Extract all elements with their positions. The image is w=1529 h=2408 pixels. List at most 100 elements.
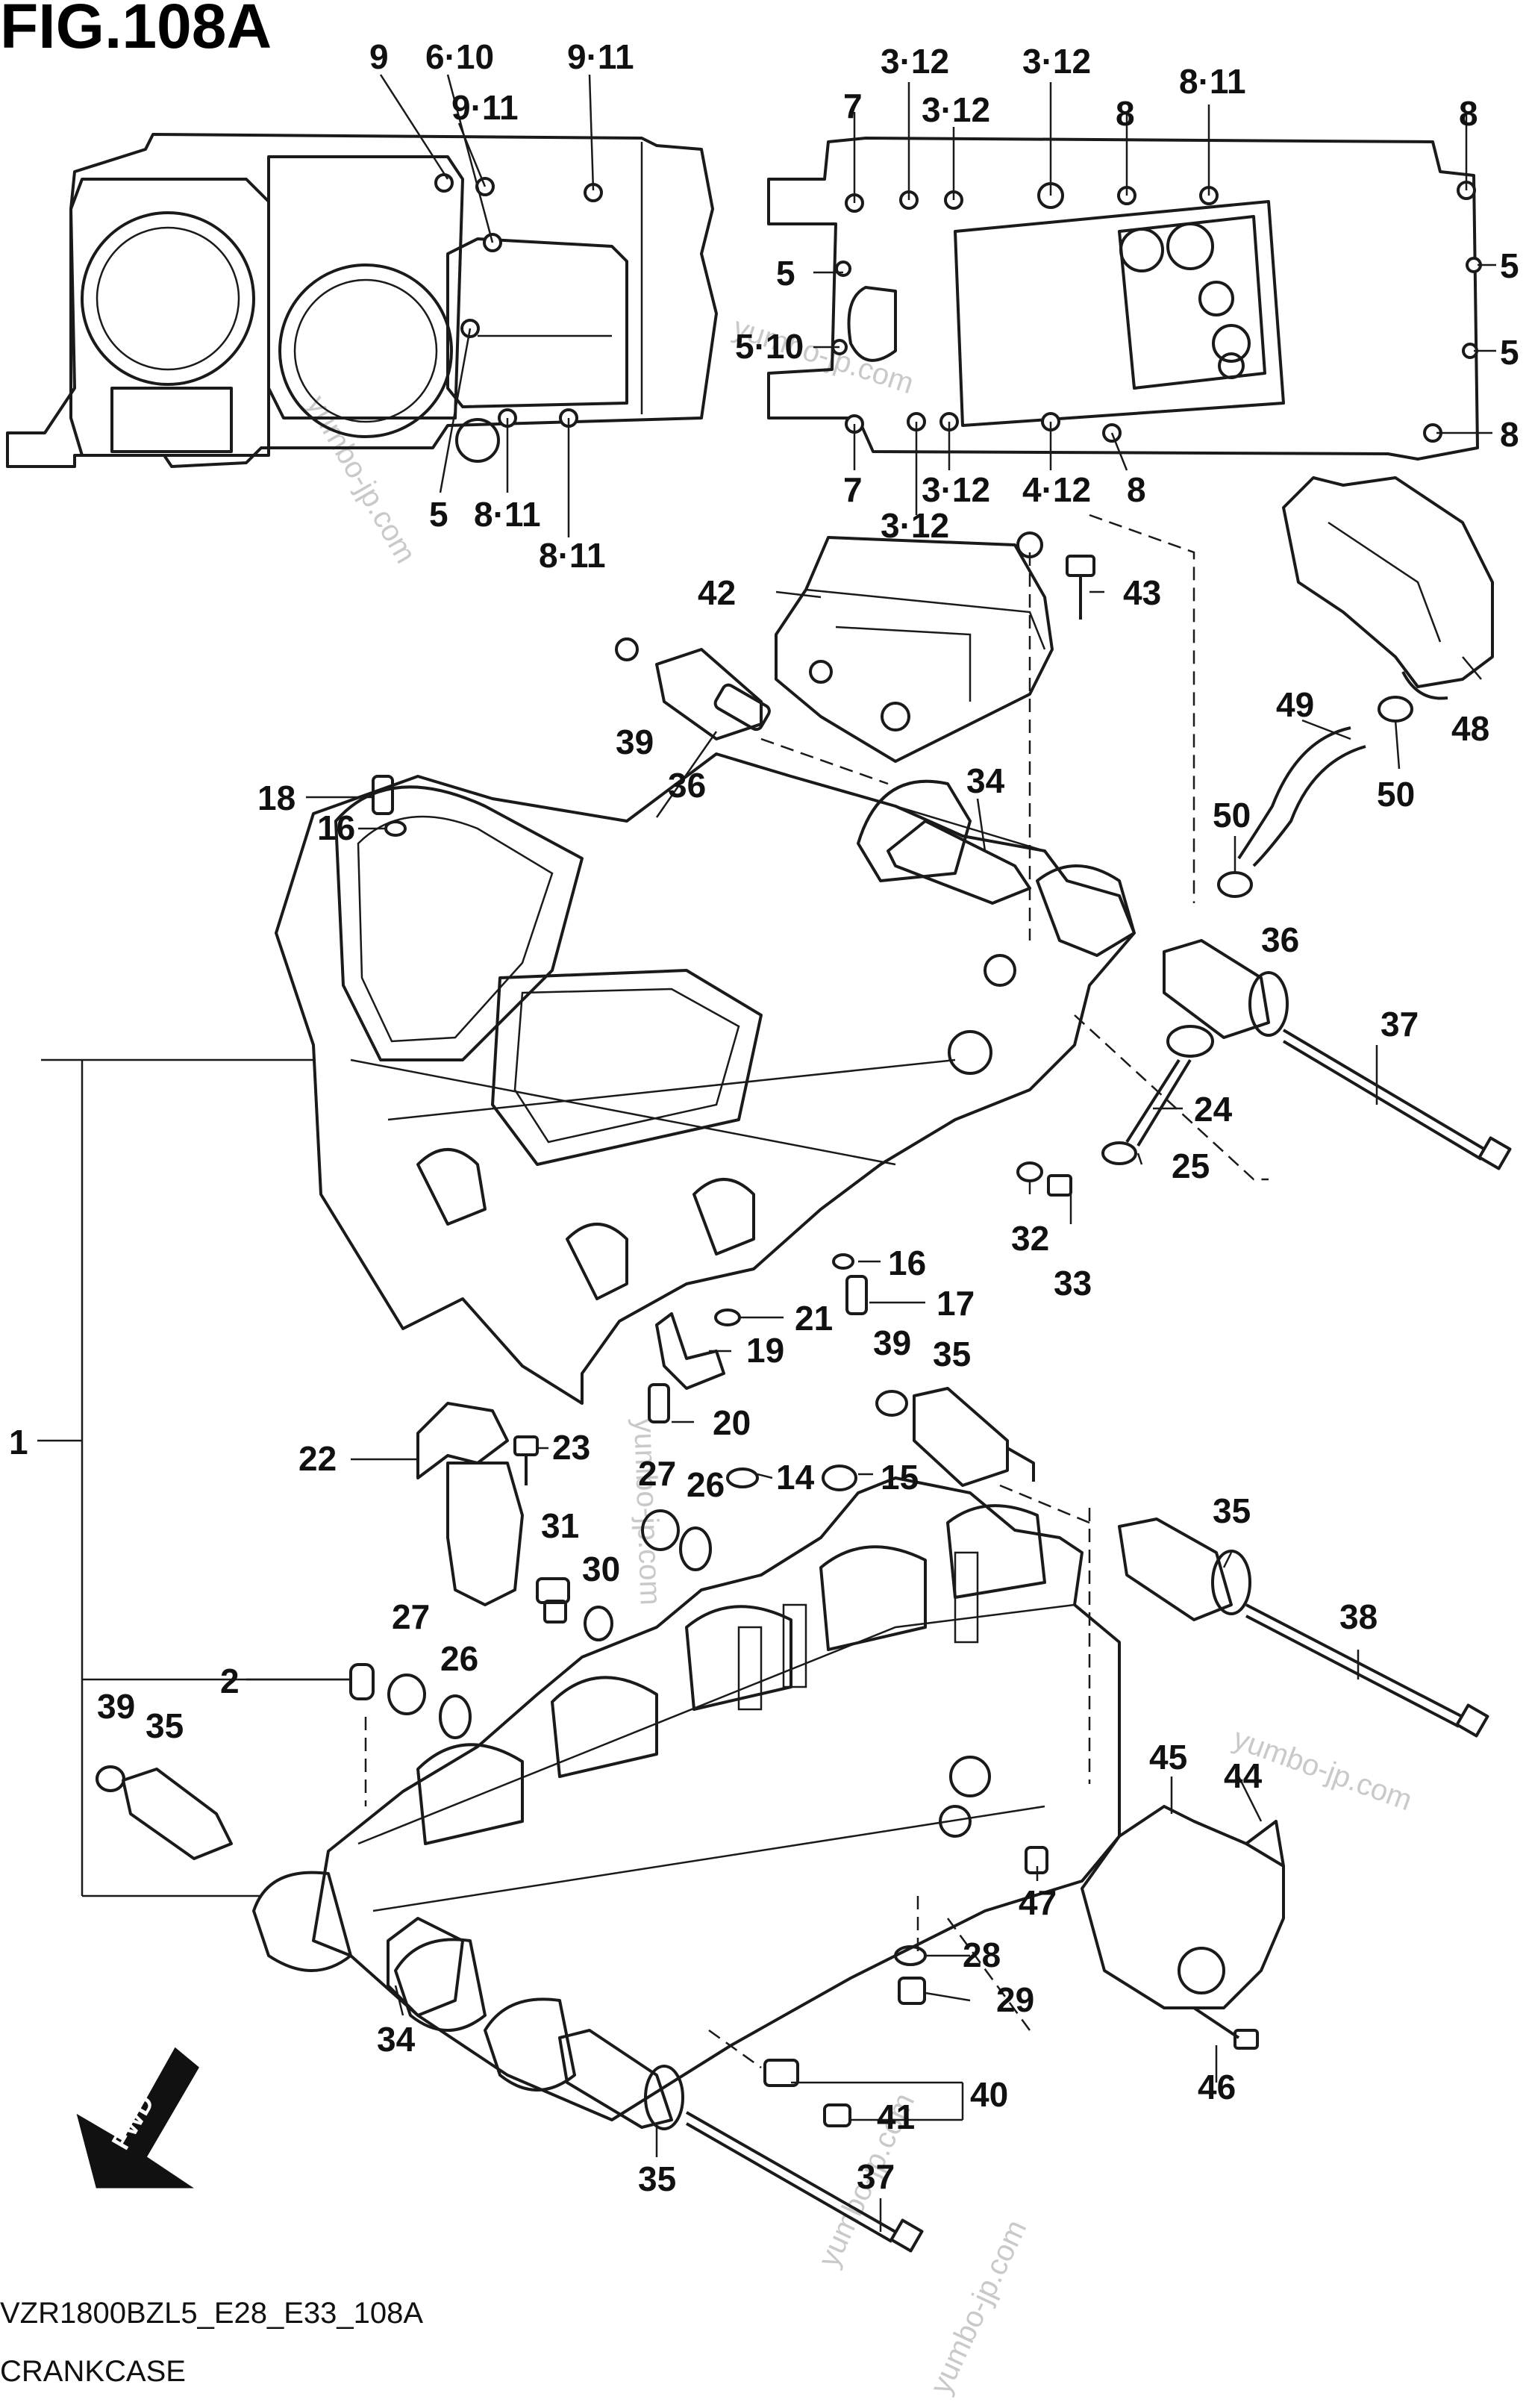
callout-label: 26 <box>440 1639 478 1678</box>
callout-label: 24 <box>1194 1090 1233 1129</box>
cover-part-44 <box>1245 1820 1285 1867</box>
callout-label: 27 <box>638 1454 676 1493</box>
hose-part-49 <box>1237 726 1366 867</box>
callout-label: 15 <box>881 1458 919 1497</box>
plug-part-35-bottom <box>558 2029 684 2130</box>
lower-crankcase-bottom-view <box>767 137 1482 461</box>
callout-label: 35 <box>146 1706 184 1745</box>
callout-label: 3·12 <box>881 506 949 545</box>
callout-label: 7 <box>843 87 863 125</box>
plug-part-35-right-lower <box>1118 1518 1251 1621</box>
callout-label: 14 <box>776 1458 815 1497</box>
callout-label: 40 <box>970 2075 1008 2114</box>
fwd-direction-badge: FWD <box>76 2047 199 2189</box>
callout-label: 26 <box>687 1465 725 1504</box>
switch-part-40 <box>763 2059 799 2087</box>
watermark: yumbo-jp.com <box>924 2215 1033 2399</box>
callout-label: 9·11 <box>567 37 634 76</box>
bolt-part-38 <box>1245 1603 1489 1738</box>
o-ring-part-16 <box>384 820 854 1270</box>
bolt-part-41 <box>823 2103 851 2127</box>
callout-label: 21 <box>795 1299 833 1338</box>
model-code-label: VZR1800BZL5_E28_E33_108A <box>0 2297 423 2330</box>
union-part-19 <box>655 1312 725 1390</box>
callout-label: 33 <box>1054 1264 1092 1303</box>
callout-label: 27 <box>392 1597 430 1636</box>
o-ring-part-21 <box>714 1309 741 1326</box>
callout-label: 18 <box>257 779 296 817</box>
callout-label: 5 <box>1500 246 1519 285</box>
callout-label: 9·11 <box>451 88 519 127</box>
callout-label: 3·12 <box>922 470 990 509</box>
bolt-part-23 <box>513 1435 539 1485</box>
bolt-part-46 <box>1192 2006 1259 2050</box>
callout-label: 16 <box>317 808 355 847</box>
callout-label: 16 <box>888 1244 926 1282</box>
callout-label: 39 <box>616 723 654 761</box>
callout-label: 5 <box>429 495 448 534</box>
callout-label: 30 <box>582 1550 620 1588</box>
callout-label: 46 <box>1198 2068 1236 2106</box>
callout-label: 3·12 <box>922 90 990 129</box>
callout-label: 43 <box>1123 573 1161 612</box>
callout-label: 19 <box>746 1331 784 1370</box>
callout-label: 9 <box>369 37 389 76</box>
dowel-pin-part-2 <box>349 1663 375 1700</box>
callout-label: 35 <box>1213 1491 1251 1530</box>
callout-label: 36 <box>668 766 706 805</box>
callout-label: 17 <box>937 1284 975 1323</box>
gasket-part-26 <box>439 1526 712 1739</box>
bolt-part-43 <box>1066 555 1095 620</box>
plug-part-27 <box>387 1509 680 1715</box>
callout-label: 49 <box>1276 685 1314 724</box>
callout-label: 50 <box>1213 796 1251 835</box>
callout-label: 42 <box>698 573 736 612</box>
o-ring-part-14 <box>726 1467 759 1488</box>
lower-crankcase-assembly <box>252 1476 1121 2121</box>
jet-part-17 <box>845 1275 868 1315</box>
figure-title: FIG.108A <box>0 0 272 61</box>
callout-label: 36 <box>1261 920 1299 959</box>
callout-label: 8·11 <box>539 536 606 575</box>
callout-label: 4·12 <box>1022 470 1091 509</box>
jet-part-18 <box>372 775 394 815</box>
callout-label: 5 <box>1500 333 1519 372</box>
callout-label: 2 <box>220 1662 240 1700</box>
plug-part-36-right <box>1163 939 1289 1039</box>
plug-part-36-upper <box>615 637 771 740</box>
bolt-part-33 <box>1047 1174 1072 1197</box>
callout-label: 3·12 <box>1022 42 1091 81</box>
callout-label: 44 <box>1224 1756 1263 1795</box>
plug-part-29 <box>898 1977 926 2005</box>
plug-part-39 <box>96 1390 908 1792</box>
callout-label: 25 <box>1172 1147 1210 1185</box>
callout-label: 22 <box>298 1439 337 1478</box>
callout-label: 41 <box>877 2097 915 2136</box>
callout-label: 38 <box>1339 1597 1378 1636</box>
callout-label: 45 <box>1149 1738 1187 1777</box>
bearing-part-34-lower <box>387 1917 464 2017</box>
bracket-part-22 <box>416 1402 524 1606</box>
callout-label: 20 <box>713 1403 751 1442</box>
callout-label: 8·11 <box>1179 62 1246 101</box>
o-ring-part-15 <box>822 1465 857 1491</box>
callout-label: 47 <box>1019 1883 1057 1922</box>
watermark-layer: yumbo-jp.com yumbo-jp.com yumbo-jp.com y… <box>300 311 1416 2399</box>
union-part-20 <box>648 1383 670 1423</box>
callout-label: 31 <box>541 1506 579 1545</box>
callout-label: 8 <box>1500 415 1519 454</box>
oil-gauge-part-24 <box>1101 1025 1214 1165</box>
cover-part-45 <box>1081 1805 1285 2009</box>
callout-label: 39 <box>873 1323 911 1362</box>
callout-label: 5 <box>776 254 795 293</box>
breather-box-part-48 <box>1282 476 1494 700</box>
callout-label: 5·10 <box>735 327 804 366</box>
upper-crankcase-top-view <box>6 133 718 468</box>
callout-label: 3·12 <box>881 42 949 81</box>
callout-label: 1 <box>9 1423 28 1462</box>
bolt-part-37-right <box>1282 1029 1512 1170</box>
callout-label: 48 <box>1451 709 1489 748</box>
callout-label: 29 <box>996 1980 1034 2019</box>
callout-label: 6·10 <box>425 37 494 76</box>
